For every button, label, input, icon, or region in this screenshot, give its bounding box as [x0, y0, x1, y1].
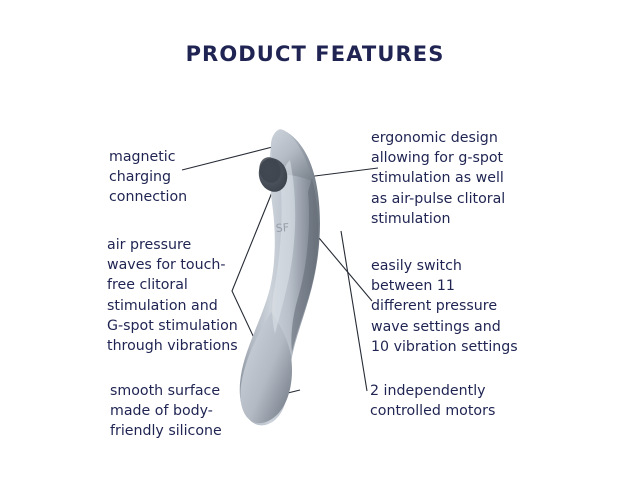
device-edge-shading	[291, 178, 319, 352]
callout-controlled-motors: 2 independently controlled motors	[370, 383, 496, 420]
callout-easily-switch: easily switch between 11 different press…	[371, 258, 518, 355]
callout-smooth-surface: smooth surface made of body- friendly si…	[110, 383, 222, 440]
page-title: PRODUCT FEATURES	[185, 42, 445, 66]
brand-mark: SF	[275, 221, 289, 235]
leader-line-ergonomic	[306, 167, 379, 178]
callout-ergonomic-design: ergonomic design allowing for g-spot sti…	[371, 130, 506, 227]
leader-line-easily-switch	[313, 231, 373, 302]
device-head	[270, 129, 312, 181]
callout-magnetic-charging: magnetic charging connection	[109, 149, 188, 206]
callout-air-pressure: air pressure waves for touch- free clito…	[107, 237, 238, 355]
leader-line-motors	[340, 230, 368, 392]
